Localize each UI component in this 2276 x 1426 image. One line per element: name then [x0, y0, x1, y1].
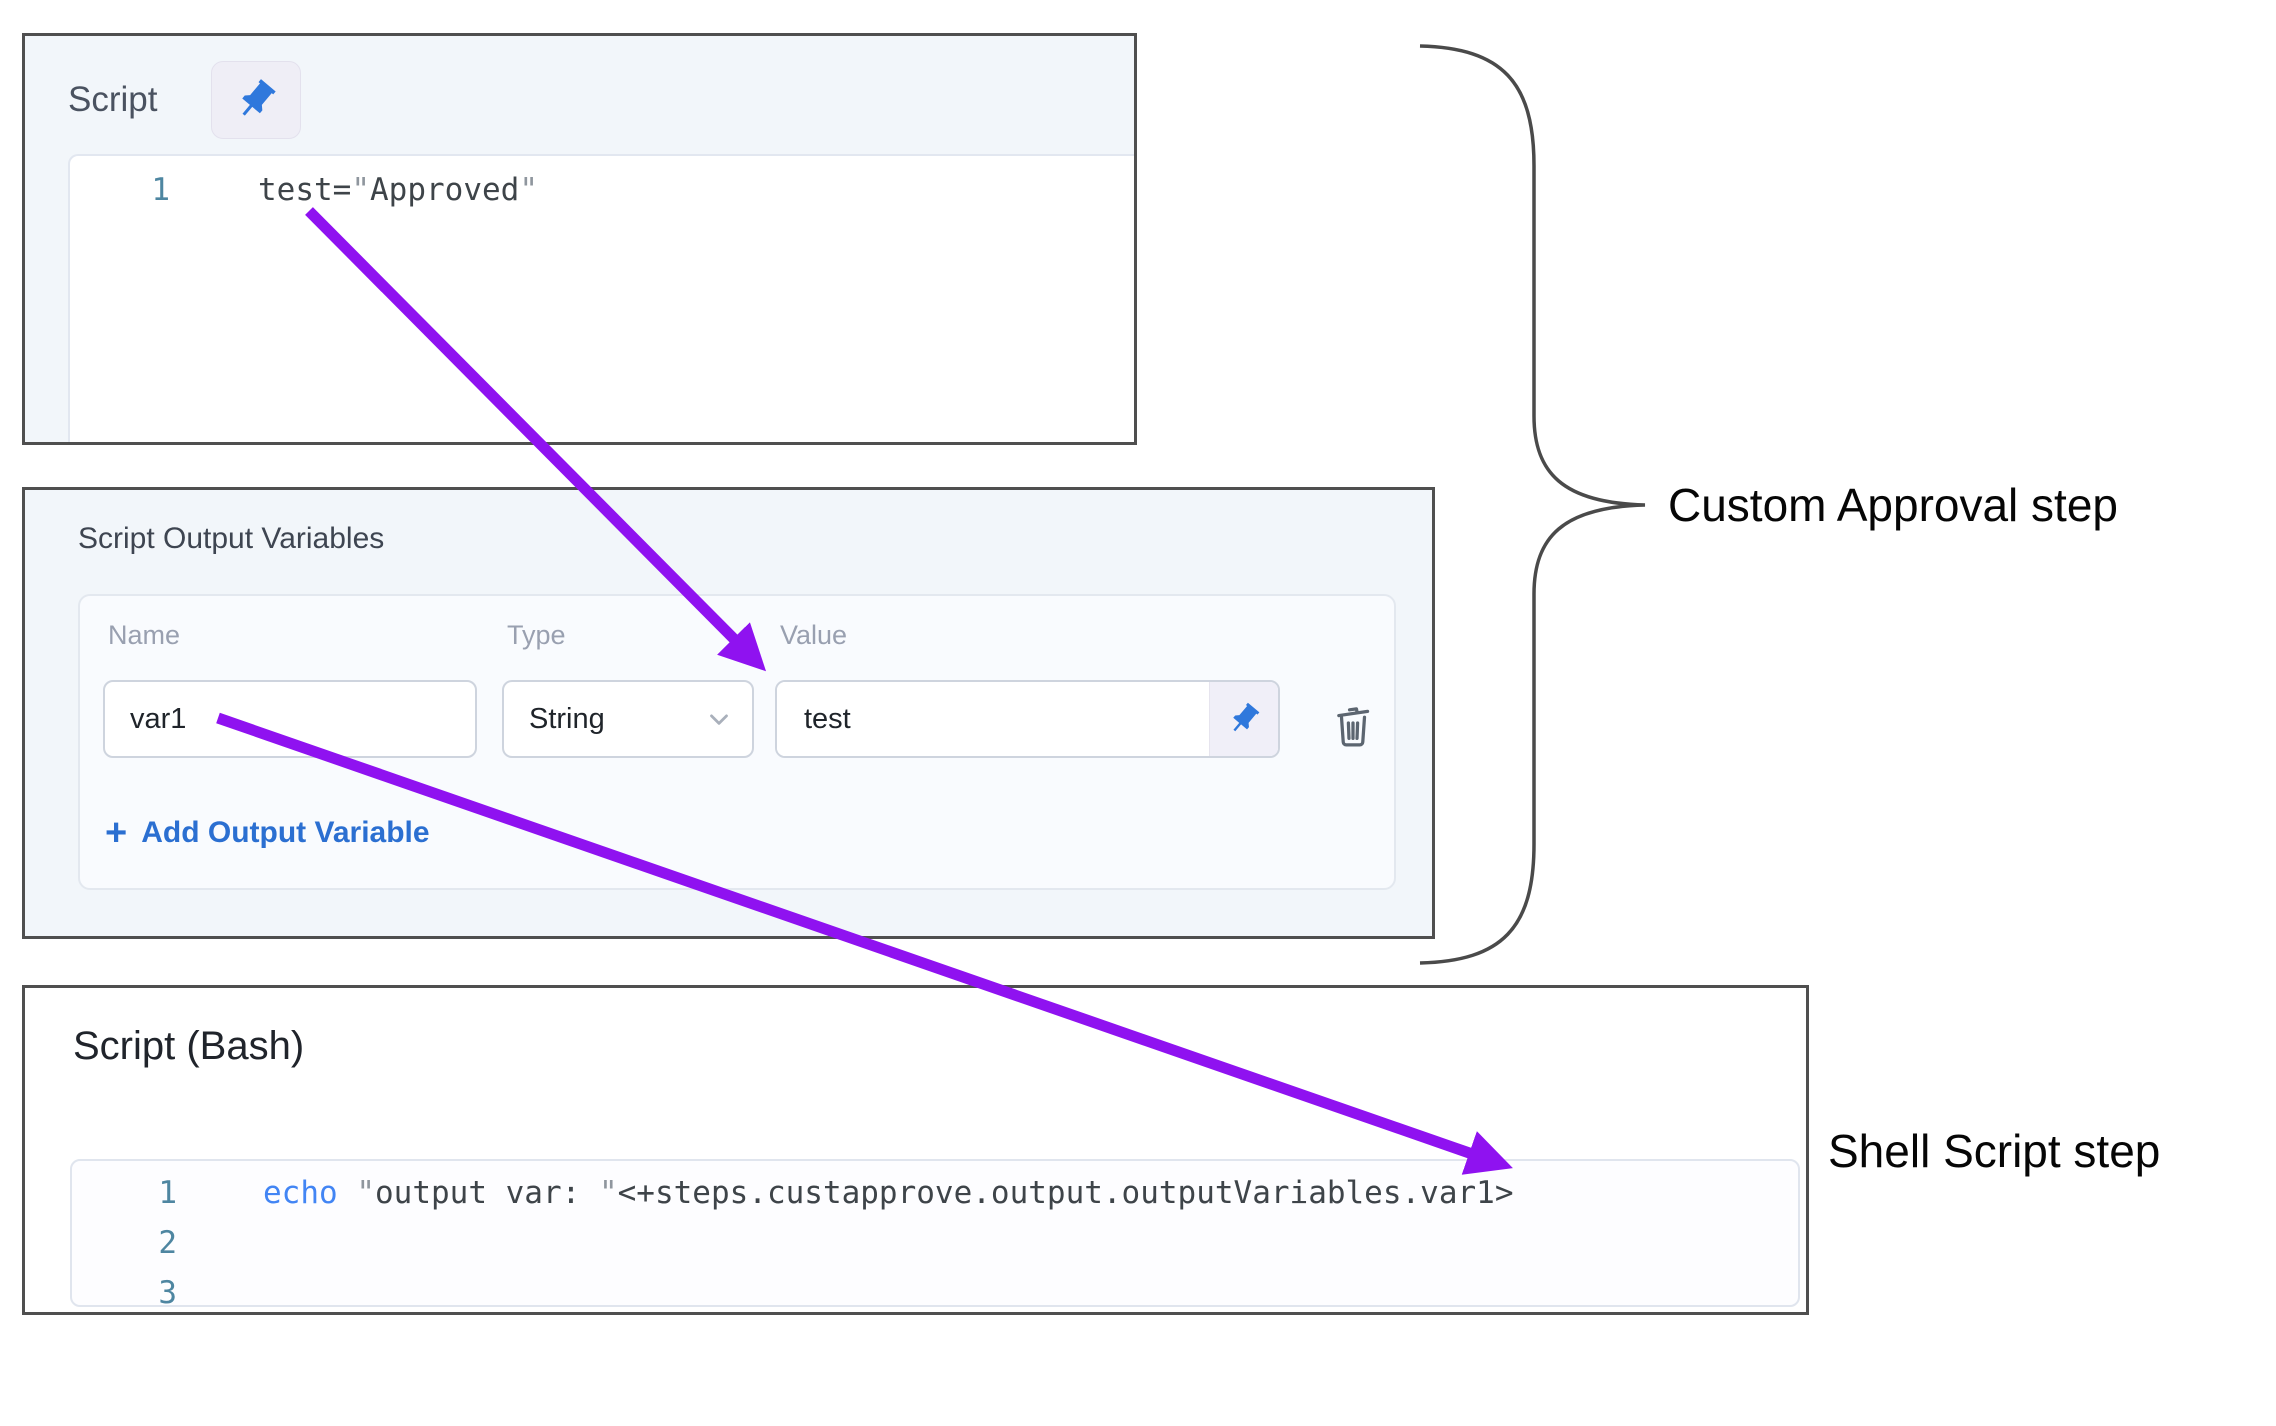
line-number: 2: [158, 1225, 177, 1261]
variable-value-text: test: [804, 702, 851, 735]
column-header-name: Name: [108, 620, 181, 650]
line-number: 1: [151, 172, 170, 208]
value-pin-button[interactable]: [1209, 682, 1278, 756]
approval-script-code: test="Approved": [258, 172, 538, 208]
script-section-title: Script: [68, 80, 158, 119]
custom-approval-step-label: Custom Approval step: [1668, 479, 2119, 531]
approval-script-code-editor[interactable]: 1 test="Approved": [68, 154, 1134, 442]
output-variables-box: Name Type Value var1 String test: [78, 594, 1396, 890]
trash-icon: [1337, 707, 1370, 747]
script-pin-button[interactable]: [211, 61, 301, 139]
add-output-variable-button[interactable]: + Add Output Variable: [105, 814, 430, 852]
bash-code-line-1: echo "output var: "<+steps.custapprove.o…: [263, 1175, 1514, 1211]
bash-section-title: Script (Bash): [73, 1024, 305, 1068]
variable-value-field[interactable]: test: [775, 680, 1280, 758]
variable-value-input[interactable]: test: [777, 682, 1209, 756]
code-line: 1 test="Approved": [70, 172, 1134, 222]
code-line: 3: [72, 1275, 1798, 1325]
variable-name-input[interactable]: var1: [103, 680, 477, 758]
code-line: 1 echo "output var: "<+steps.custapprove…: [72, 1175, 1798, 1225]
script-output-variables-panel: Script Output Variables Name Type Value …: [22, 487, 1435, 939]
curly-brace: [1419, 44, 1646, 965]
delete-variable-button[interactable]: [1327, 696, 1379, 752]
variable-type-select[interactable]: String: [502, 680, 754, 758]
plus-icon: +: [105, 812, 128, 854]
column-header-value: Value: [780, 620, 848, 650]
pin-icon: [242, 79, 276, 116]
line-number: 3: [158, 1275, 177, 1311]
bash-code-editor[interactable]: 1 echo "output var: "<+steps.custapprove…: [70, 1159, 1800, 1311]
code-line: 2: [72, 1225, 1798, 1275]
line-number: 1: [158, 1175, 177, 1211]
output-variables-title: Script Output Variables: [78, 522, 385, 555]
variable-name-value: var1: [130, 702, 187, 735]
custom-approval-script-panel: Script 1 test="Approved": [22, 33, 1137, 445]
shell-script-step-label: Shell Script step: [1828, 1125, 2161, 1177]
variable-type-value: String: [529, 702, 605, 735]
column-header-type: Type: [507, 620, 566, 650]
chevron-down-icon: [710, 714, 728, 725]
pin-icon: [1233, 702, 1260, 732]
add-output-variable-label: Add Output Variable: [141, 816, 430, 849]
shell-script-panel: Script (Bash) 1 echo "output var: "<+ste…: [22, 985, 1809, 1315]
